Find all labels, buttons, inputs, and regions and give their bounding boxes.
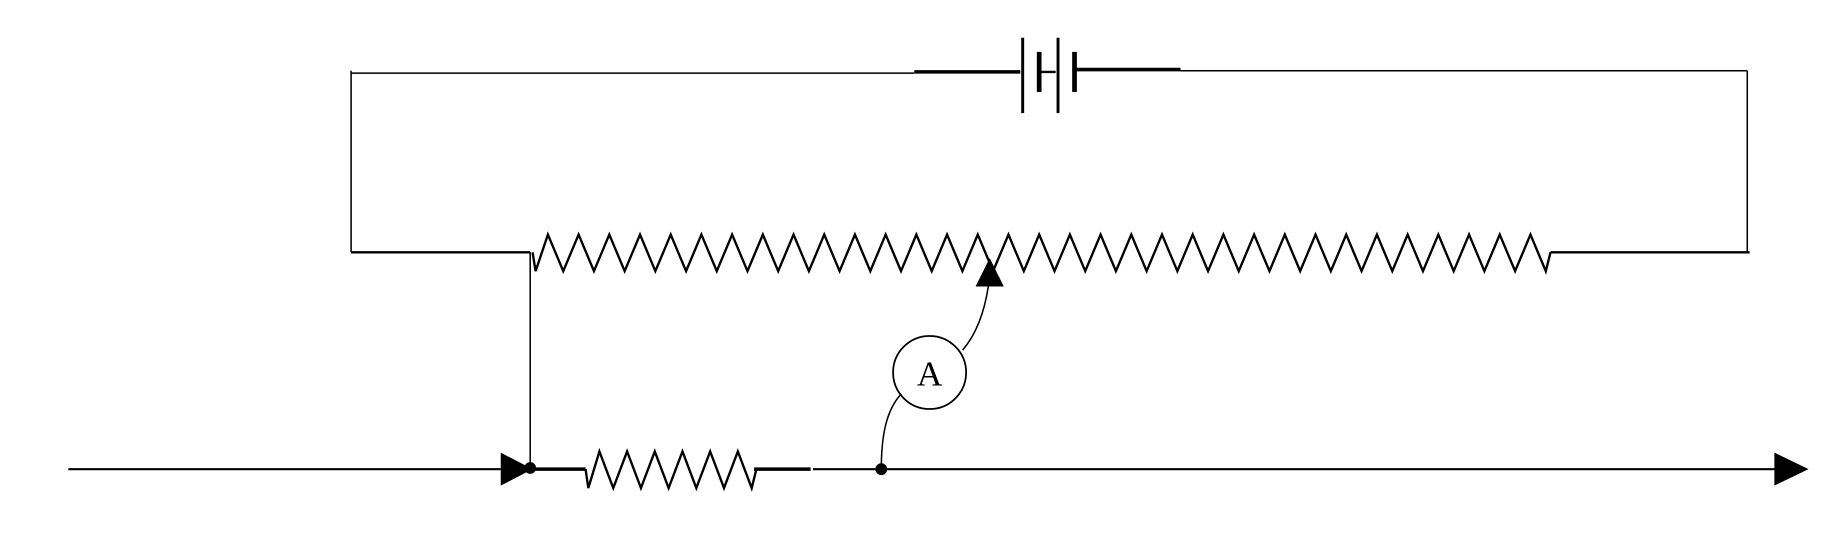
slider-arrow-icon (975, 258, 1004, 287)
rheostat-resistor-icon (531, 231, 1552, 275)
top-wire (351, 67, 1748, 74)
junction-dot (524, 462, 537, 474)
slider-lead (962, 285, 990, 351)
arrow-in-icon (500, 452, 533, 486)
arrow-out-icon (1774, 452, 1809, 486)
battery-icon (1021, 37, 1077, 114)
ammeter: A (892, 335, 968, 410)
fixed-resistor-icon (584, 447, 758, 492)
ammeter-label: A (917, 353, 943, 393)
ammeter-lead-lower (880, 393, 902, 470)
